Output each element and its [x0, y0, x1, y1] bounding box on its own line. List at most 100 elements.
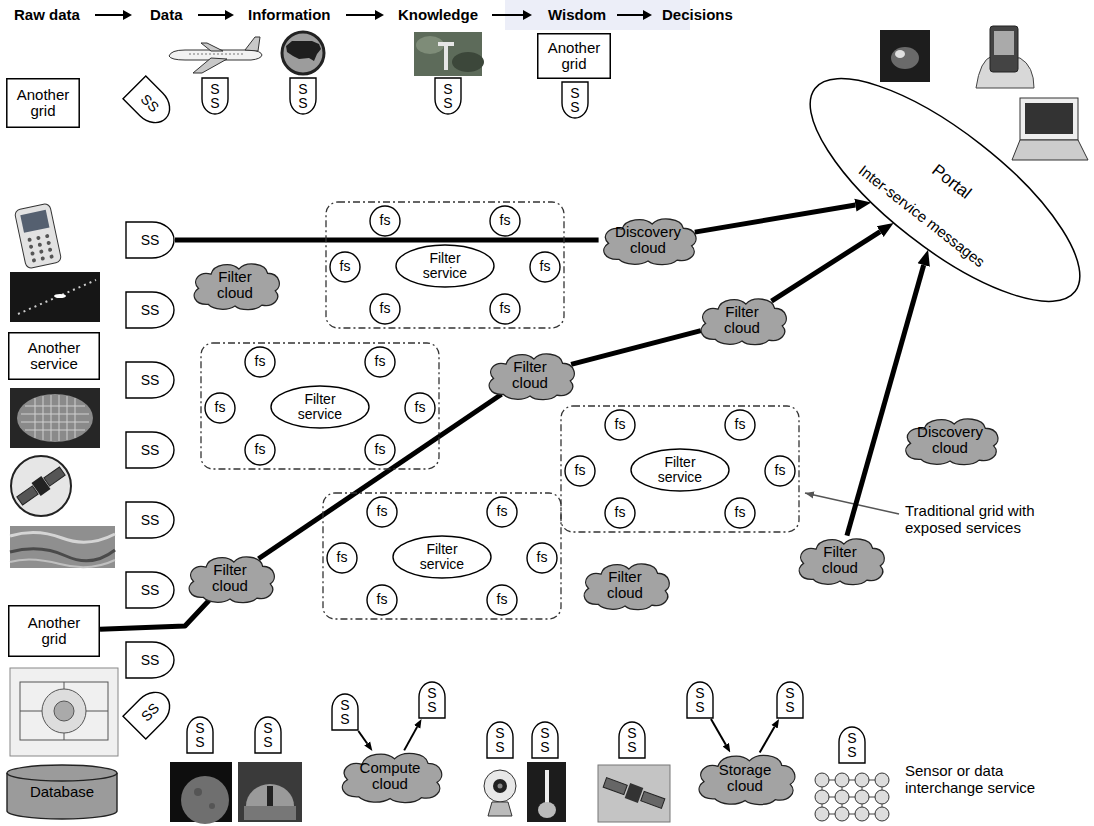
node-text: SS [141, 443, 160, 457]
process-box-outline [9, 606, 100, 657]
interchange-service-shield: SS [125, 221, 175, 259]
satellite-globe-picture [17, 486, 38, 505]
interchange-service-shield-outline [126, 642, 174, 678]
interchange-service-shield-outline [126, 292, 174, 328]
node-text: S S [443, 82, 453, 110]
node-text: Another grid [12, 87, 74, 120]
node-text: fs [497, 504, 508, 519]
cloud-shape-outline [604, 219, 696, 265]
interchange-service-shield: S S [434, 77, 462, 115]
laptop-picture [1020, 98, 1078, 140]
node-text: fs [615, 417, 626, 432]
interchange-service-shield: S S [618, 721, 646, 759]
node-text: S S [495, 726, 505, 754]
filter-circle-outline [330, 252, 360, 282]
node-text: SS [141, 303, 160, 317]
grid-group-box: fsfsfsFilter servicefsfsfs [322, 492, 562, 620]
filter-circle: fs [764, 455, 796, 487]
mesh-image-picture [21, 406, 89, 430]
laptop-picture [1012, 98, 1088, 160]
flow-arrow [175, 238, 599, 243]
sensor-grid-picture [835, 807, 849, 821]
moon-image-picture [194, 788, 202, 796]
dark-image-picture [891, 47, 919, 69]
field-photo-picture [414, 32, 484, 76]
airplane-picture [201, 43, 223, 51]
filter-circle: fs [486, 584, 518, 616]
satellite-photo-picture [625, 783, 644, 803]
cloud-shape: Filter cloud [694, 294, 790, 346]
node-text: S S [540, 726, 550, 754]
satellite-globe-picture [44, 467, 65, 486]
texture-image-picture [10, 526, 115, 568]
filter-circle-outline [490, 294, 520, 324]
filter-circle-outline [765, 456, 795, 486]
filter-circle-outline [605, 498, 635, 528]
phone-picture [49, 254, 54, 259]
filter-circle: fs [369, 293, 401, 325]
sensor-grid-picture [835, 773, 849, 787]
grid-group-box: fsfsfsFilter servicefsfsfs [325, 201, 565, 329]
filter-circle-outline [205, 393, 235, 423]
node-text: Another grid [23, 615, 85, 648]
moon-image-picture [209, 803, 215, 809]
note-label: Traditional grid with exposed services [905, 502, 1037, 537]
node-text: Filter service [414, 542, 470, 573]
phone-picture [27, 237, 32, 242]
node-text: SS [141, 373, 160, 387]
launch-photo-picture [527, 762, 566, 822]
satellite-globe-picture [11, 456, 71, 516]
phone-picture [46, 241, 51, 246]
field-photo-picture [452, 52, 484, 72]
filter-circle-outline [527, 543, 557, 573]
filter-circle-outline [245, 347, 275, 377]
cloud-shape: Filter cloud [482, 349, 578, 401]
cloud-shape-outline [342, 753, 441, 802]
node-text: Discovery cloud [612, 224, 684, 257]
us-map-picture [282, 32, 324, 74]
node-text: fs [735, 417, 746, 432]
node-text: fs [380, 301, 391, 316]
node-text: Filter cloud [200, 562, 260, 595]
dark-image-picture [880, 30, 930, 82]
handheld-picture [994, 31, 1014, 55]
laptop-picture [1025, 103, 1073, 134]
node-text: fs [615, 505, 626, 520]
filter-circle-outline [725, 410, 755, 440]
moon-image-picture [170, 762, 232, 824]
node-text: Database [30, 784, 94, 801]
flow-arrow [847, 265, 924, 536]
phone-picture [30, 251, 35, 256]
filter-circle-outline [487, 497, 517, 527]
node-text: Filter cloud [595, 569, 655, 602]
filter-circle-outline [370, 294, 400, 324]
node-text: fs [500, 301, 511, 316]
connector-group [100, 205, 924, 752]
observatory-picture [244, 806, 296, 820]
cloud-shape-outline [489, 354, 574, 400]
filter-service-ellipse-outline [393, 536, 491, 578]
grid-group-box-outline [561, 406, 799, 532]
node-text: fs [377, 592, 388, 607]
process-box: Another grid [6, 78, 80, 128]
interchange-service-shield-outline [126, 432, 174, 468]
node-text: S S [627, 726, 637, 754]
filter-circle-outline [487, 585, 517, 615]
cloud-shape: Discovery cloud [898, 414, 1002, 466]
stage-arrow-symbols [375, 10, 384, 20]
launch-photo-picture [527, 762, 566, 822]
process-box-outline [9, 333, 100, 380]
interchange-service-shield-outline [290, 78, 316, 114]
detector-picture [20, 682, 108, 740]
mesh-image-picture [35, 395, 75, 441]
mesh-image-picture [17, 394, 93, 442]
sensor-grid-picture [815, 790, 829, 804]
note-label: Sensor or data interchange service [905, 762, 1037, 797]
database-cylinder: Database [6, 764, 118, 820]
grid-group-box-outline [201, 343, 439, 469]
node-text: S S [210, 82, 220, 110]
node-text: Compute cloud [357, 760, 423, 793]
filter-circle: fs [364, 434, 396, 466]
phone-picture [14, 203, 62, 269]
